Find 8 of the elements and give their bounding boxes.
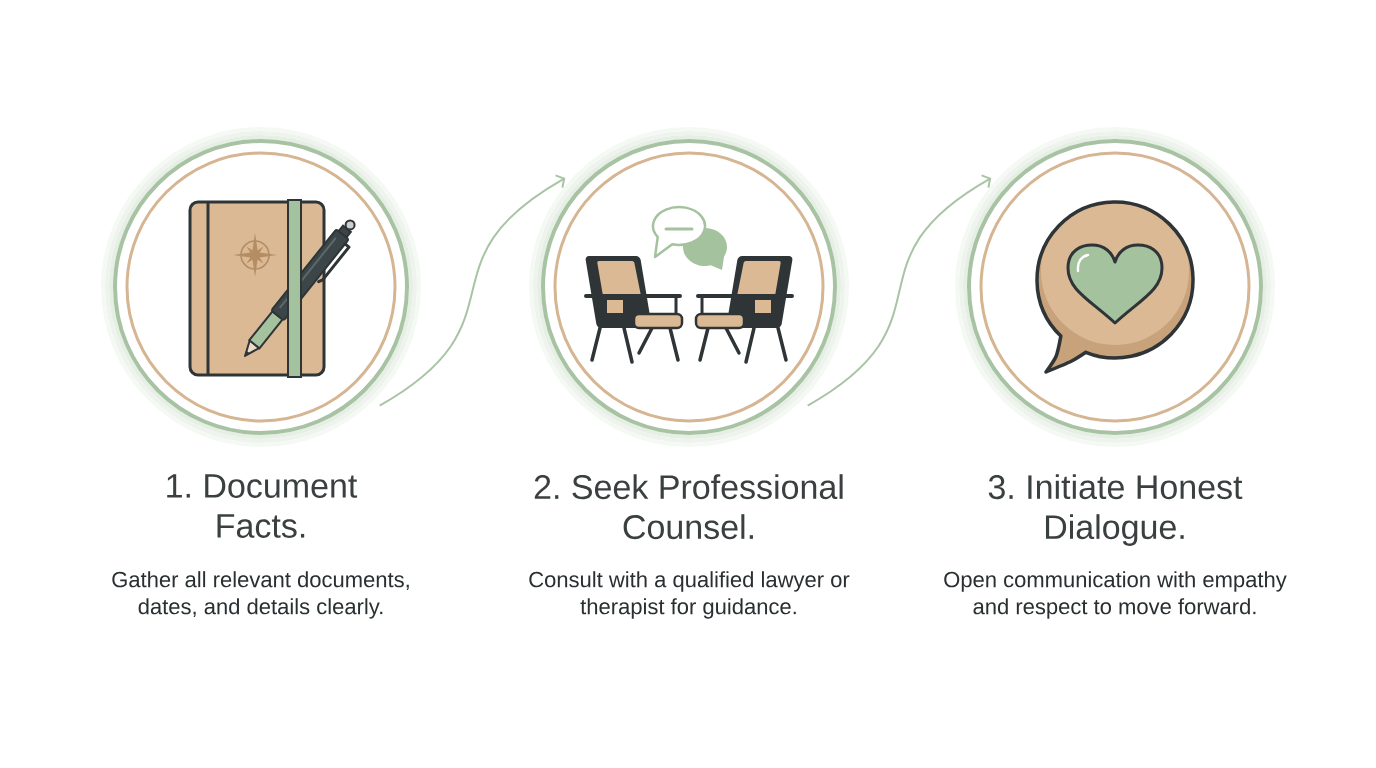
curved-arrow [806,174,992,407]
step-description: Open communication with empathy and respect to move forward. [944,571,1287,619]
step-heading: 3. Initiate Honest Dialogue. [988,474,1243,546]
curved-arrow [378,174,566,407]
step-heading: 1. Document Facts. [167,474,358,538]
step-description: Gather all relevant documents, dates, and details clearly. [112,571,409,619]
step-heading: 2. Seek Professional Counsel. [534,474,843,540]
step-description: Consult with a qualified lawyer or therapist for guidance. [529,571,850,619]
